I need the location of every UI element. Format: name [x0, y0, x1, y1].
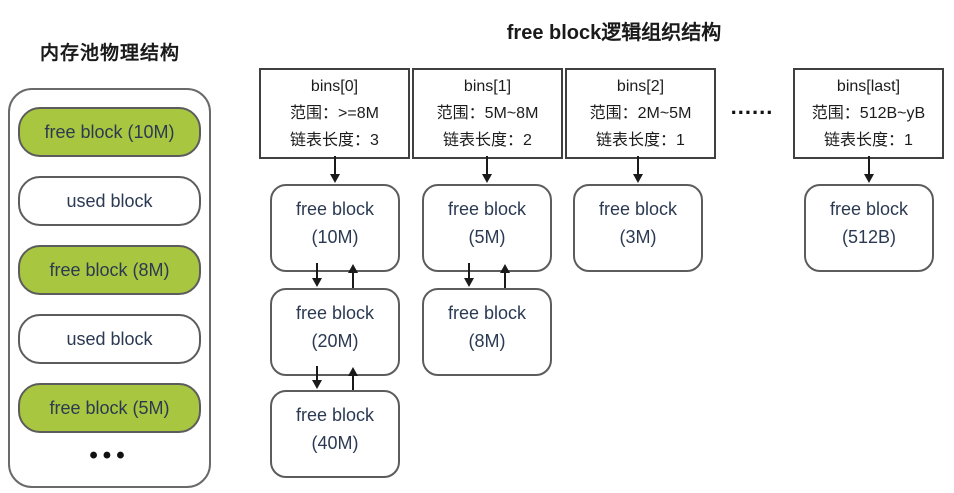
free-block-title: free block — [295, 303, 375, 323]
pool-block-label: free block (10M) — [44, 121, 175, 142]
pool-block-used-1: used block — [18, 176, 201, 226]
free-block-title: free block — [295, 199, 375, 219]
free-block-title: free block — [829, 199, 909, 219]
arrow-down-bin2 — [633, 156, 643, 183]
free-block-size: (8M) — [468, 331, 506, 351]
free-block-node-512b: free block (512B) — [804, 184, 934, 272]
free-block-title: free block — [447, 303, 527, 323]
free-block-size: (40M) — [311, 433, 359, 453]
free-block-node-40m: free block (40M) — [270, 390, 400, 478]
pool-ellipsis: ••• — [89, 442, 130, 469]
bin-name: bins[2] — [616, 78, 665, 95]
right-panel-title: free block逻辑组织结构 — [506, 22, 722, 44]
free-block-size: (10M) — [311, 227, 359, 247]
free-block-size: (3M) — [619, 227, 657, 247]
bin-box-0: bins[0] 范围：>=8M 链表长度：3 — [259, 68, 410, 159]
free-block-title: free block — [447, 199, 527, 219]
bin-box-1: bins[1] 范围：5M~8M 链表长度：2 — [412, 68, 563, 159]
bins-ellipsis: ...... — [730, 94, 774, 119]
bin-box-2: bins[2] 范围：2M~5M 链表长度：1 — [565, 68, 716, 159]
bin-box-last: bins[last] 范围：512B~yB 链表长度：1 — [793, 68, 944, 159]
bin-length: 链表长度：1 — [824, 132, 913, 149]
pool-block-label: free block (5M) — [49, 397, 170, 418]
pool-block-label: free block (8M) — [49, 259, 170, 280]
bin-name: bins[0] — [310, 78, 359, 95]
free-block-node-20m: free block (20M) — [270, 288, 400, 376]
left-panel-title: 内存池物理结构 — [39, 43, 180, 64]
bin-length: 链表长度：3 — [290, 132, 379, 149]
free-block-node-8m: free block (8M) — [422, 288, 552, 376]
free-block-node-3m: free block (3M) — [573, 184, 703, 272]
free-block-size: (20M) — [311, 331, 359, 351]
free-block-node-5m: free block (5M) — [422, 184, 552, 272]
pool-block-free-8m: free block (8M) — [18, 245, 201, 295]
free-block-title: free block — [295, 405, 375, 425]
arrow-down-binlast — [864, 156, 874, 183]
arrow-down-bin0 — [330, 156, 340, 183]
bin-range: 范围：2M~5M — [589, 105, 692, 122]
bin-name: bins[last] — [836, 78, 901, 95]
bin-range: 范围：>=8M — [290, 105, 379, 122]
free-block-size: (512B) — [841, 227, 897, 247]
free-block-node-10m: free block (10M) — [270, 184, 400, 272]
free-block-title: free block — [598, 199, 678, 219]
bin-name: bins[1] — [463, 78, 512, 95]
bin-length: 链表长度：2 — [443, 132, 532, 149]
pool-block-label: used block — [66, 328, 153, 349]
pool-block-free-10m: free block (10M) — [18, 107, 201, 157]
memory-pool-container: free block (10M) used block free block (… — [8, 88, 211, 488]
bin-length: 链表长度：1 — [596, 132, 685, 149]
bin-range: 范围：512B~yB — [811, 105, 926, 122]
arrow-down-bin1 — [482, 156, 492, 183]
pool-block-free-5m: free block (5M) — [18, 383, 201, 433]
free-block-size: (5M) — [468, 227, 506, 247]
pool-block-used-2: used block — [18, 314, 201, 364]
pool-block-label: used block — [66, 190, 153, 211]
bin-range: 范围：5M~8M — [436, 105, 539, 122]
